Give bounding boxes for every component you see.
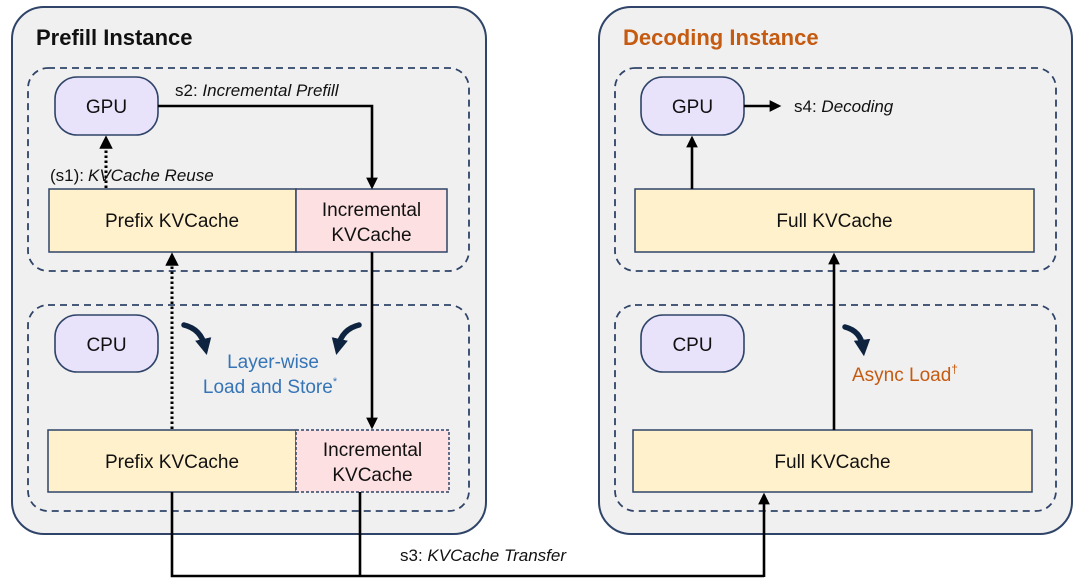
- s1-label: (s1):KVCache Reuse: [50, 166, 214, 185]
- curved-store-icon: [331, 322, 362, 356]
- s3-transfer-path-prefix: [170, 492, 764, 578]
- prefill-title: Prefill Instance: [36, 25, 193, 50]
- prefill-cpu-incremental-label-1: Incremental: [323, 440, 422, 461]
- decoding-cpu-full-kvcache: [632, 429, 1033, 493]
- s2-label: s2: Incremental Prefill: [175, 81, 340, 100]
- decoding-title: Decoding Instance: [623, 25, 819, 50]
- layerwise-label-1: Layer-wise: [227, 352, 319, 373]
- kvcache-transfer: s3: KVCache Transfer: [170, 492, 770, 578]
- prefill-instance: Prefill Instance GPU Prefix KVCache Incr…: [11, 6, 487, 535]
- layerwise-label-2: Load and Store*: [203, 376, 338, 398]
- decoding-cpu-full-label: Full KVCache: [774, 452, 890, 473]
- prefill-gpu-label: GPU: [86, 97, 127, 118]
- decoding-gpu-full-label: Full KVCache: [776, 211, 892, 232]
- prefill-cpu-node: [54, 314, 159, 373]
- prefill-cpu-incremental-kvcache: [295, 429, 450, 493]
- prefill-cpu-prefix-label: Prefix KVCache: [105, 452, 239, 473]
- prefill-gpu-prefix-kvcache: [48, 188, 297, 253]
- prefill-gpu-region: [27, 67, 470, 272]
- s4-label: s4: Decoding: [794, 97, 894, 116]
- prefill-gpu-incremental-kvcache: [295, 188, 448, 253]
- prefill-cpu-region: [27, 304, 470, 512]
- decoding-gpu-label: GPU: [672, 97, 713, 118]
- decoding-cpu-node: [640, 314, 745, 373]
- s3-label: s3: KVCache Transfer: [400, 546, 567, 565]
- prefill-gpu-incremental-label-1: Incremental: [322, 200, 421, 221]
- s2-incremental-prefill-arrow: [158, 104, 378, 190]
- decoding-gpu-region: [614, 67, 1057, 272]
- curved-async-icon: [842, 324, 871, 357]
- prefill-instance-frame: [11, 6, 487, 535]
- decoding-cpu-region: [614, 304, 1057, 512]
- prefill-gpu-prefix-label: Prefix KVCache: [105, 211, 239, 232]
- decoding-gpu-full-kvcache: [634, 188, 1035, 253]
- curved-load-icon: [181, 322, 212, 356]
- decoding-instance: Decoding Instance GPU s4: Decoding Full …: [598, 6, 1073, 535]
- decoding-cpu-label: CPU: [672, 335, 712, 356]
- prefill-gpu-incremental-label-2: KVCache: [331, 225, 411, 246]
- async-load-label: Async Load†: [852, 362, 958, 386]
- prefill-cpu-incremental-label-2: KVCache: [332, 465, 412, 486]
- decoding-instance-frame: [598, 6, 1073, 535]
- prefill-cpu-label: CPU: [86, 335, 126, 356]
